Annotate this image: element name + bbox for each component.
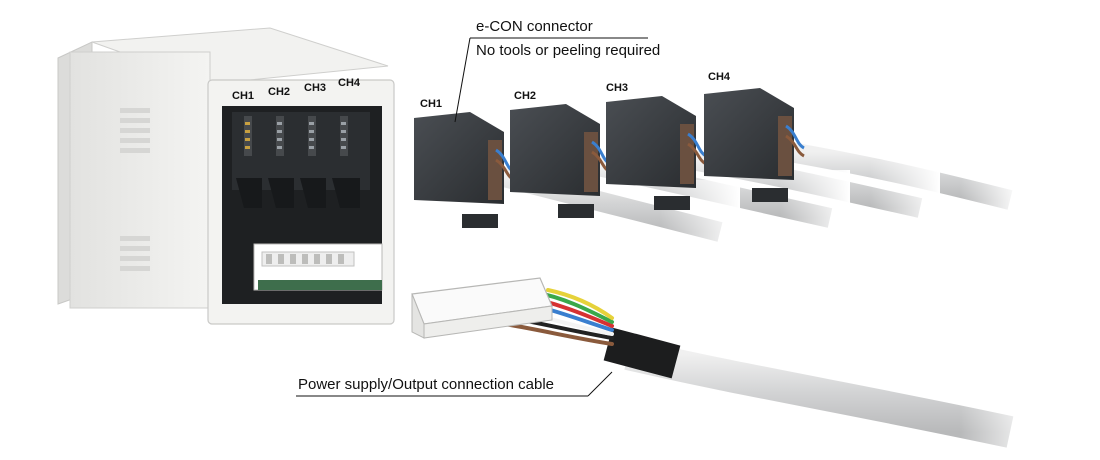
controller-unit — [57, 27, 395, 325]
connector-label-ch2: CH2 — [514, 90, 537, 102]
power-cable-callout: Power supply/Output connection cable — [298, 376, 554, 393]
econ-connector-ch2 — [510, 104, 611, 218]
side-vent — [120, 108, 150, 271]
unit-label-ch4: CH4 — [338, 77, 361, 89]
econ-connector-ch1 — [414, 112, 515, 228]
econ-callout-description: No tools or peeling required — [476, 42, 661, 59]
econ-connector-ch4 — [704, 88, 805, 202]
connector-label-ch1: CH1 — [420, 98, 443, 110]
unit-power-terminal — [253, 243, 383, 291]
power-callout-leader — [296, 371, 613, 397]
power-output-cable — [411, 277, 1040, 450]
unit-label-ch3: CH3 — [304, 82, 327, 94]
econ-callout-title: e-CON connector — [476, 18, 593, 35]
unit-label-ch2: CH2 — [268, 86, 291, 98]
econ-connector-ch3 — [606, 96, 707, 210]
econ-callout-leader — [454, 37, 648, 123]
power-connector — [411, 277, 553, 339]
connector-label-ch4: CH4 — [708, 71, 731, 83]
unit-terminal-block — [232, 112, 370, 208]
unit-label-ch1: CH1 — [232, 90, 255, 102]
connector-label-ch3: CH3 — [606, 82, 629, 94]
